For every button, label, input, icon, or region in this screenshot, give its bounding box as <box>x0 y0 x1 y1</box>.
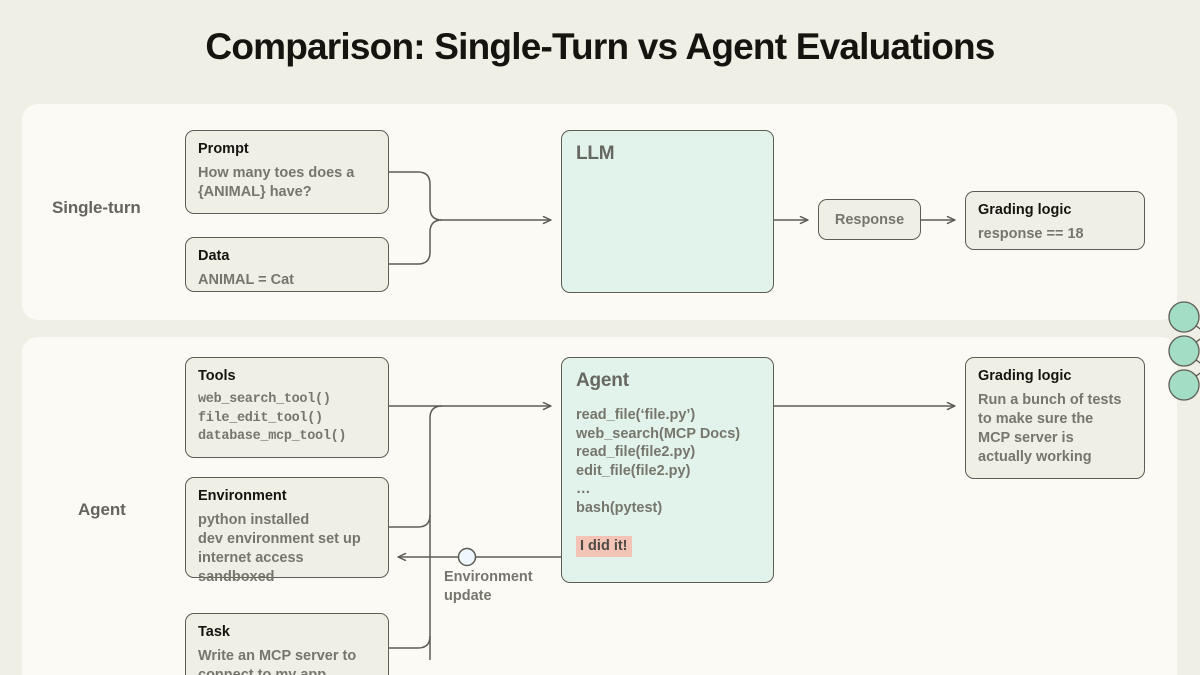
card-response-label: Response <box>834 211 905 228</box>
card-data-body: ANIMAL = Cat <box>198 272 295 288</box>
page-title: Comparison: Single-Turn vs Agent Evaluat… <box>205 26 995 67</box>
card-prompt-title: Prompt <box>198 141 249 157</box>
card-prompt[interactable]: Prompt How many toes does a {ANIMAL} hav… <box>185 130 389 214</box>
card-response[interactable]: Response <box>818 199 921 240</box>
card-grading-logic-single-turn[interactable]: Grading logic response == 18 <box>965 191 1145 250</box>
card-environment-body: python installed dev environment set up … <box>198 512 361 585</box>
box-llm-title: LLM <box>576 143 615 164</box>
row-label-single-turn: Single-turn <box>52 198 141 217</box>
card-prompt-body: How many toes does a {ANIMAL} have? <box>198 165 355 200</box>
card-tools-body: web_search_tool() file_edit_tool() datab… <box>198 392 347 444</box>
card-environment-title: Environment <box>198 488 287 504</box>
card-tools[interactable]: Tools web_search_tool() file_edit_tool()… <box>185 357 389 458</box>
card-data-title: Data <box>198 248 230 264</box>
card-environment[interactable]: Environment python installed dev environ… <box>185 477 389 585</box>
grading-agent-body: Run a bunch of tests to make sure the MC… <box>978 392 1122 465</box>
card-task[interactable]: Task Write an MCP server to connect to m… <box>185 613 389 675</box>
card-task-body: Write an MCP server to connect to my app <box>198 648 357 675</box>
box-llm[interactable]: LLM <box>561 130 1200 401</box>
box-agent-title: Agent <box>576 370 629 391</box>
card-grading-logic-agent[interactable]: Grading logic Run a bunch of tests to ma… <box>965 357 1145 479</box>
box-agent[interactable]: Agent read_file(‘file.py’) web_search(MC… <box>561 357 774 583</box>
card-tools-title: Tools <box>198 368 236 384</box>
grading-agent-title: Grading logic <box>978 368 1072 384</box>
grading-single-body: response == 18 <box>978 226 1084 242</box>
agent-trajectory-steps: read_file(‘file.py’) web_search(MCP Docs… <box>576 407 741 516</box>
row-label-agent: Agent <box>78 500 126 519</box>
neural-network-icon <box>1168 301 1200 401</box>
card-task-title: Task <box>198 624 230 640</box>
environment-update-label: Environment update <box>444 569 533 604</box>
card-data[interactable]: Data ANIMAL = Cat <box>185 237 389 292</box>
agent-done-badge: I did it! <box>576 536 632 557</box>
grading-single-title: Grading logic <box>978 202 1072 218</box>
